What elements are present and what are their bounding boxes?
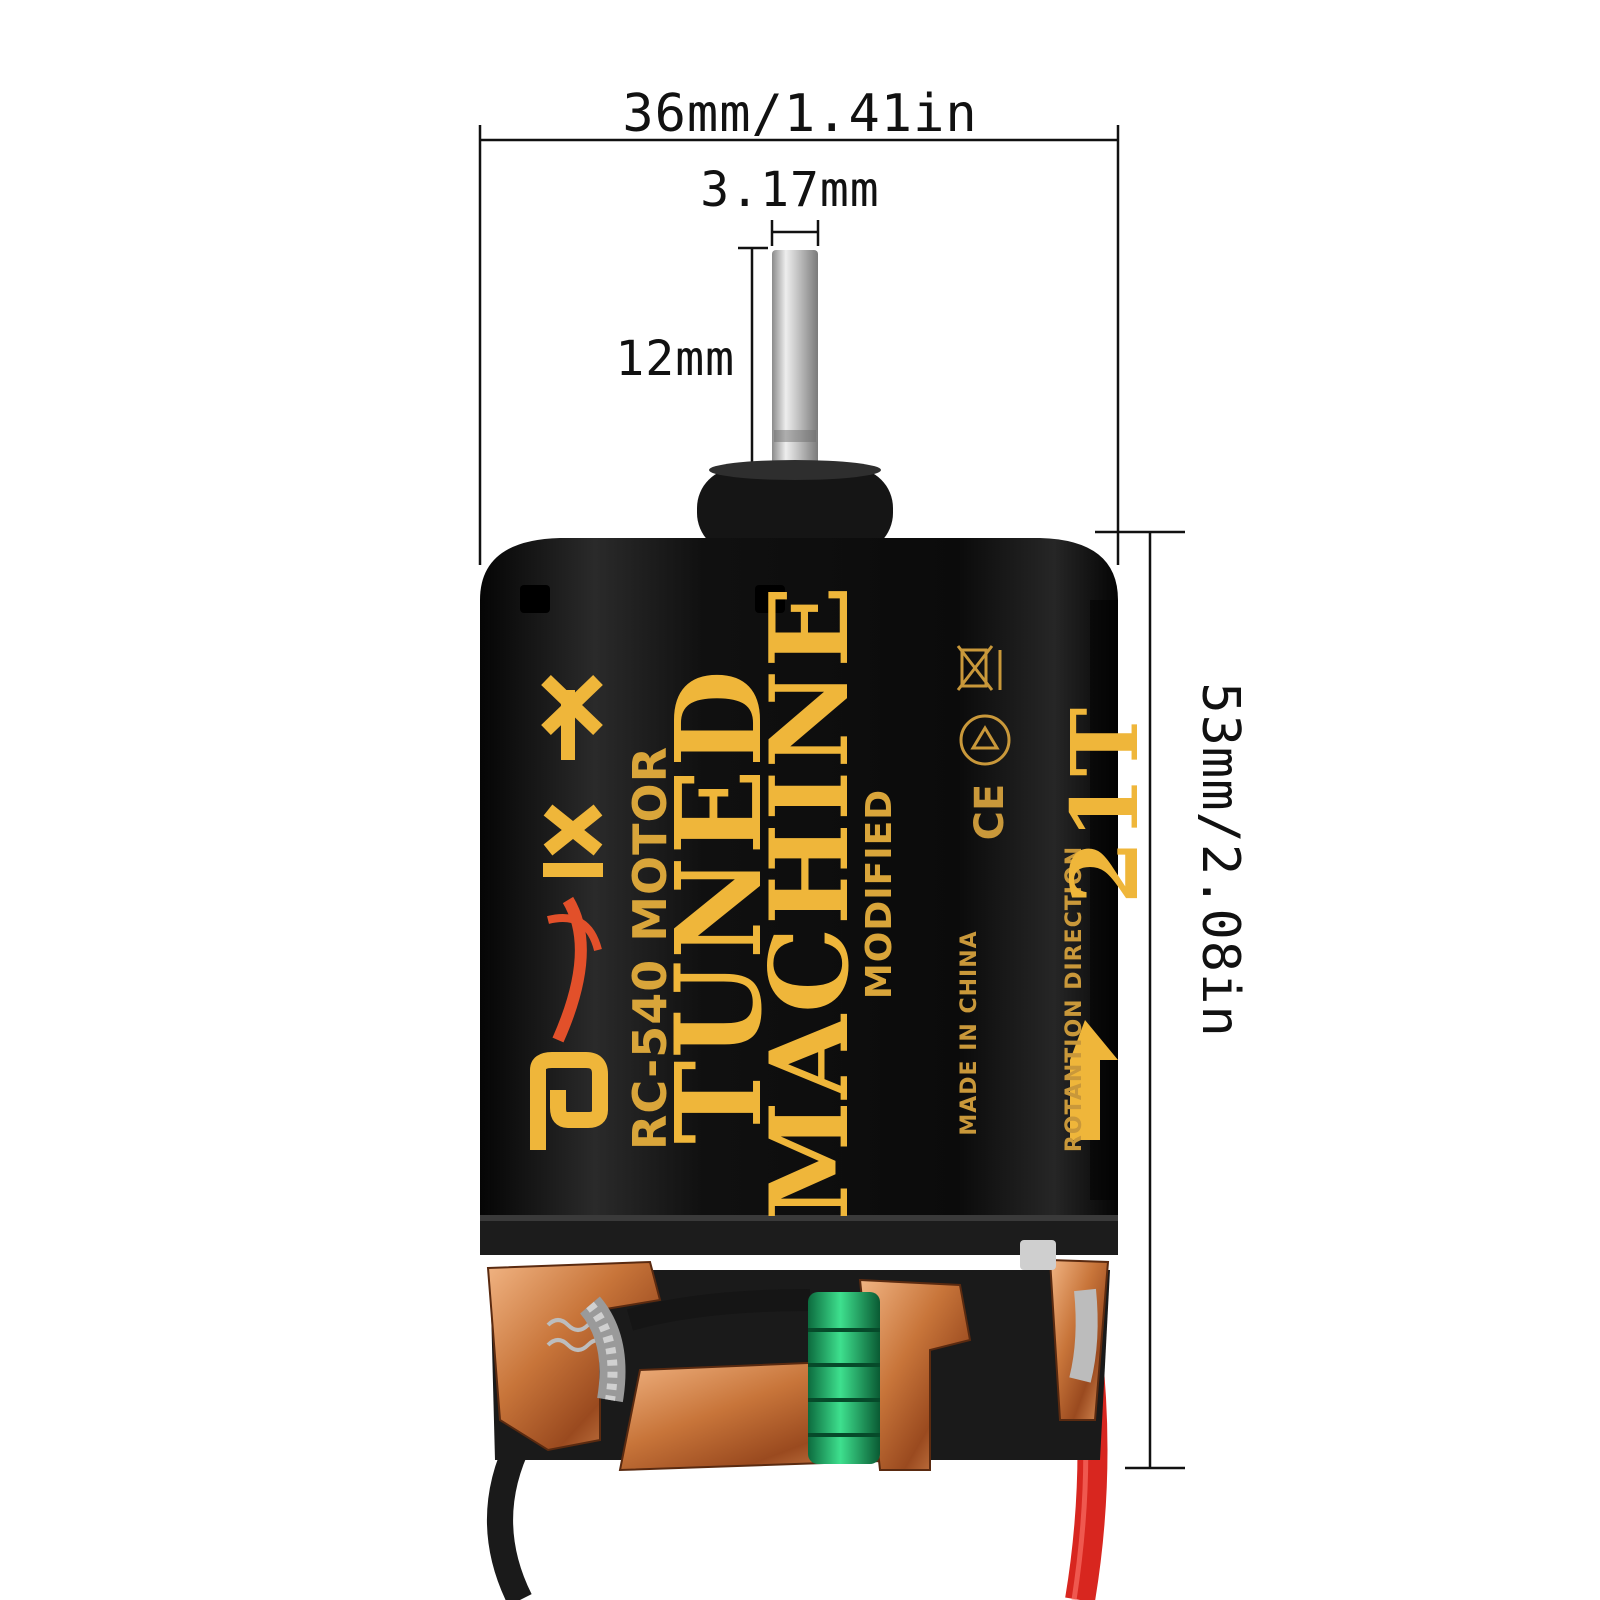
brand-logo-icon [530, 674, 608, 1150]
rotation-arrow-icon [1070, 1020, 1118, 1140]
motor-shaft [772, 250, 818, 475]
dimension-lines [478, 125, 1185, 1470]
height-dimension-label: 53mm/2.08in [1190, 682, 1250, 1038]
recycle-icon [959, 714, 1011, 766]
bearing-boss [697, 468, 893, 553]
internal-black-wire [626, 1289, 811, 1331]
black-wire [487, 1434, 532, 1600]
motor-can [480, 538, 1118, 1230]
width-dimension-label: 36mm/1.41in [622, 84, 978, 144]
ce-mark-icon: CE [967, 783, 1013, 841]
shaft-length-label: 12mm [615, 331, 735, 387]
weee-bin-icon [956, 645, 1002, 691]
turns-label: 21T [1051, 707, 1159, 905]
shaft-diameter-label: 3.17mm [700, 162, 880, 218]
origin-label: MADE IN CHINA [957, 930, 982, 1136]
motor-name-line2: MACHINE [747, 583, 873, 1221]
brush-assembly [486, 1240, 1110, 1472]
motor-name-line3: MODIFIED [859, 788, 900, 1000]
green-brush-cap [808, 1292, 880, 1464]
